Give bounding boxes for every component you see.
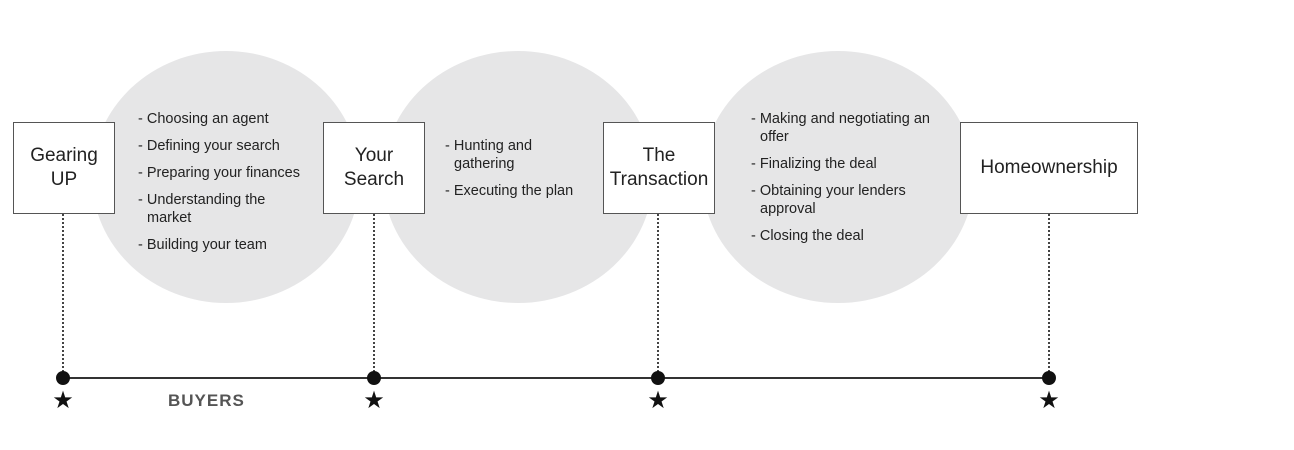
- star-icon: ★: [363, 386, 385, 414]
- timeline-label-buyers: BUYERS: [168, 391, 245, 410]
- phase-2-item: - Hunting and gathering: [445, 138, 533, 172]
- connector-gearing-up: [62, 214, 64, 372]
- phase-list-1: - Choosing an agent - Defining your sear…: [138, 110, 318, 263]
- star-icon: ★: [52, 386, 74, 414]
- phase-list-2: - Hunting and gathering - Executing the …: [445, 137, 595, 209]
- timeline-dot: [367, 371, 381, 385]
- phase-1-item: - Building your team: [138, 237, 267, 253]
- timeline-dot: [1042, 371, 1056, 385]
- phase-2-item: - Executing the plan: [445, 183, 574, 199]
- stage-gearing-up: Gearing UP: [13, 122, 115, 214]
- timeline-line: [62, 377, 1050, 379]
- stage-homeownership: Homeownership: [960, 122, 1138, 214]
- phase-ellipse-3: [702, 51, 974, 303]
- stage-label: Homeownership: [980, 157, 1118, 178]
- stage-your-search: Your Search: [323, 122, 425, 214]
- phase-3-item: - Closing the deal: [751, 228, 864, 244]
- timeline-dot: [56, 371, 70, 385]
- phase-3-item: - Finalizing the deal: [751, 156, 877, 172]
- phase-list-3: - Making and negotiating an offer - Fina…: [751, 110, 936, 254]
- phase-3-item: - Obtaining your lenders approval: [751, 183, 906, 217]
- phase-1-item: - Defining your search: [138, 138, 280, 154]
- phase-3-item: - Making and negotiating an offer: [751, 111, 930, 145]
- star-icon: ★: [1038, 386, 1060, 414]
- timeline-dot: [651, 371, 665, 385]
- connector-your-search: [373, 214, 375, 372]
- stage-label: Gearing UP: [30, 145, 98, 190]
- phase-1-item: - Understanding the market: [138, 192, 266, 226]
- phase-ellipse-1: [92, 51, 360, 303]
- phase-1-item: - Preparing your finances: [138, 165, 300, 181]
- phase-1-item: - Choosing an agent: [138, 111, 269, 127]
- stage-transaction: The Transaction: [603, 122, 715, 214]
- star-icon: ★: [647, 386, 669, 414]
- stage-label: Your Search: [343, 145, 405, 190]
- connector-homeownership: [1048, 214, 1050, 372]
- stage-label: The Transaction: [609, 145, 709, 190]
- connector-transaction: [657, 214, 659, 372]
